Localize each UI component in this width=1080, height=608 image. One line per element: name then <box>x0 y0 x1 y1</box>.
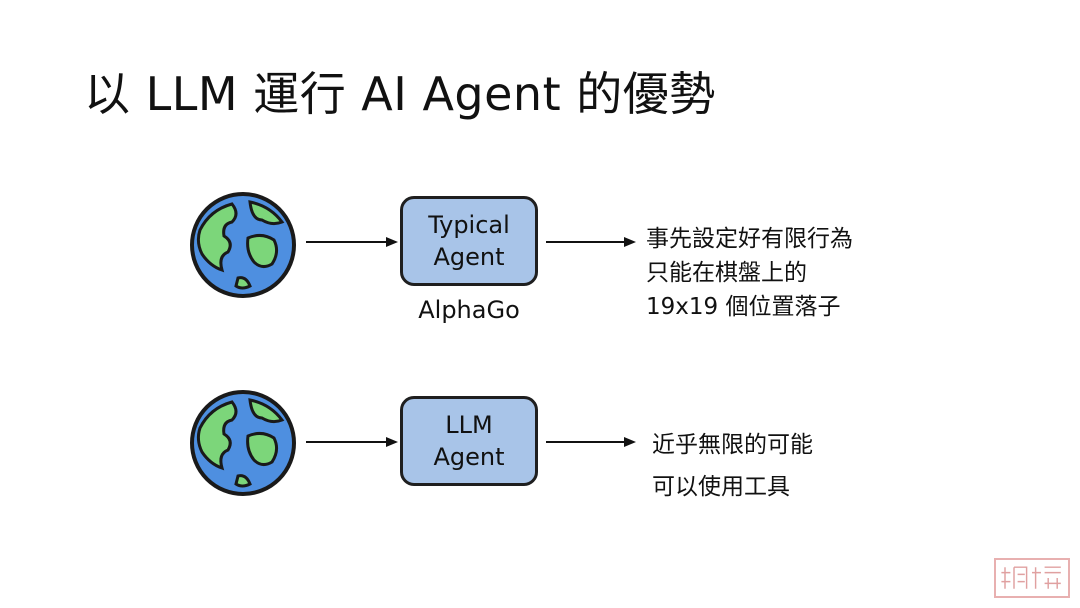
description-line: 可以使用工具 <box>652 474 790 500</box>
arrow-right-icon <box>546 437 636 447</box>
description-line: 近乎無限的可能 <box>652 432 813 458</box>
agent-label-line: Typical <box>428 211 510 239</box>
watermark-seal <box>994 558 1070 598</box>
description-line: 19x19 個位置落子 <box>646 294 841 320</box>
globe-icon <box>190 192 296 298</box>
agent-label-line: Agent <box>433 243 505 271</box>
description-line: 事先設定好有限行為 <box>646 226 853 252</box>
agent-caption: AlphaGo <box>418 296 520 324</box>
arrow-right-icon <box>306 237 398 247</box>
agent-description: 事先設定好有限行為 只能在棋盤上的 19x19 個位置落子 <box>646 222 853 324</box>
arrow-right-icon <box>546 237 636 247</box>
arrow-right-icon <box>306 437 398 447</box>
agent-description: 近乎無限的可能 可以使用工具 <box>652 424 813 508</box>
llm-agent-box: LLM Agent <box>400 396 538 486</box>
agent-label-line: LLM <box>445 411 493 439</box>
typical-agent-box: Typical Agent <box>400 196 538 286</box>
agent-label-line: Agent <box>433 443 505 471</box>
slide-title: 以 LLM 運行 AI Agent 的優勢 <box>84 67 716 121</box>
globe-icon <box>190 390 296 496</box>
description-line: 只能在棋盤上的 <box>646 260 807 286</box>
